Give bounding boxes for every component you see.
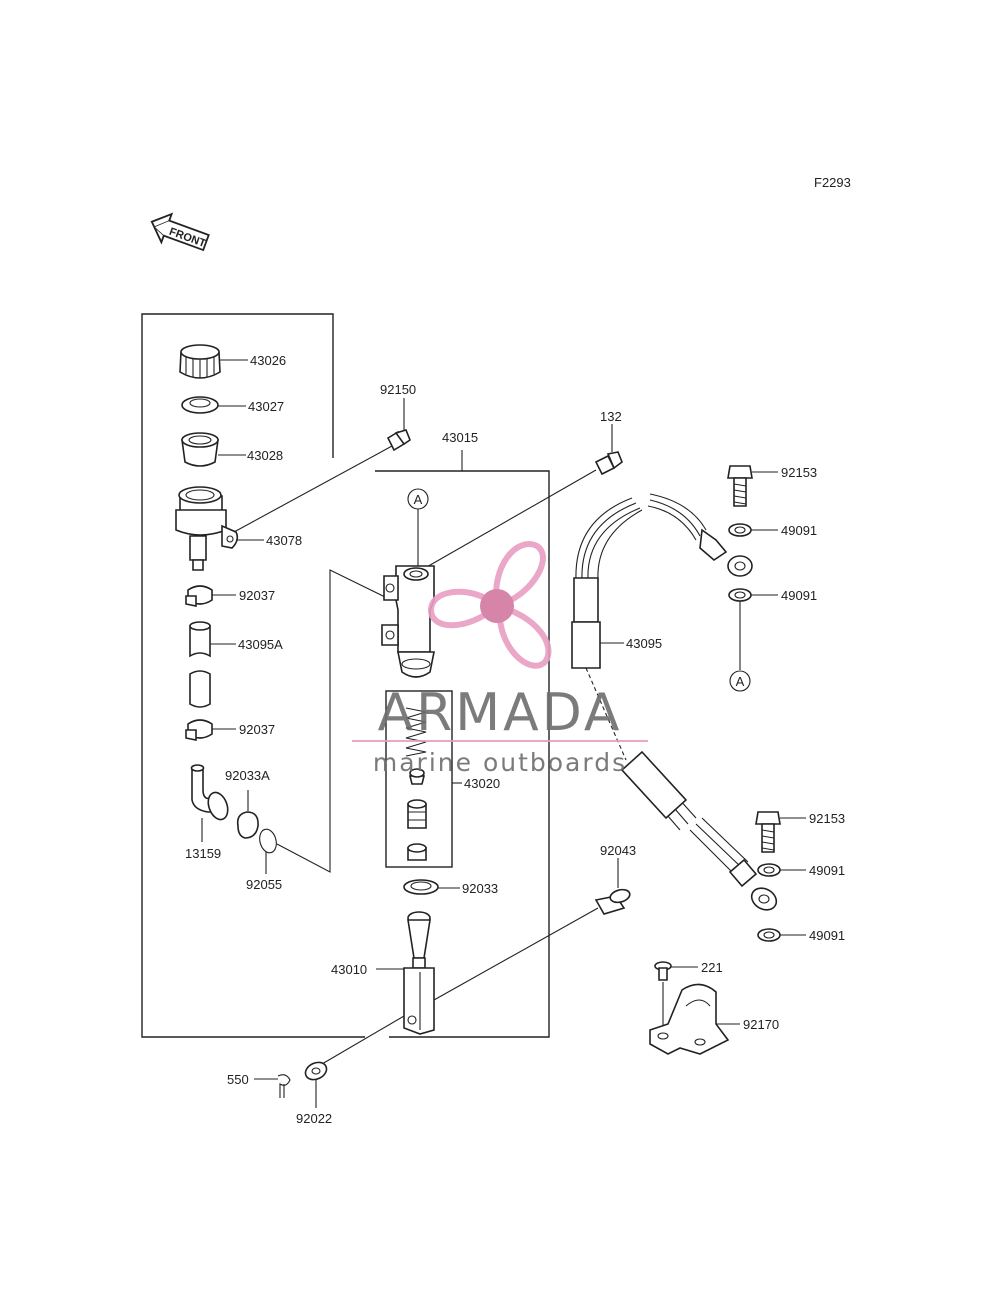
sealing-washer-3-part: [757, 863, 781, 877]
o-ring-part: [259, 828, 277, 854]
front-arrow-icon: FRONT: [150, 212, 210, 252]
figure-code: F2293: [814, 175, 851, 190]
label-92170: 92170: [743, 1017, 779, 1032]
label-49091-1: 49091: [781, 523, 817, 538]
reservoir-tank-part: [175, 486, 239, 571]
label-49091-3: 49091: [809, 863, 845, 878]
piston-seal-part: [407, 843, 427, 861]
piston-cup-part: [408, 768, 426, 785]
piston-part: [407, 799, 427, 829]
reservoir-hose-part: [189, 621, 211, 708]
label-43020: 43020: [464, 776, 500, 791]
cotter-pin-part: [277, 1074, 291, 1098]
circlip-part: [236, 811, 259, 839]
push-rod-part: [403, 911, 435, 1035]
diaphragm-plate-part: [181, 396, 219, 414]
label-92037-lower: 92037: [239, 722, 275, 737]
snap-ring-part: [403, 879, 439, 895]
label-92022: 92022: [296, 1111, 332, 1126]
return-spring-part: [405, 707, 427, 757]
diaphragm-part: [181, 432, 219, 467]
watermark-brand: ARMADA: [378, 683, 623, 743]
sealing-washer-1-part: [728, 523, 752, 537]
reservoir-cap-part: [179, 344, 221, 379]
label-92033a: 92033A: [225, 768, 270, 783]
banjo-bolt-lower-part: [755, 811, 781, 853]
piston-kit-frame: [385, 690, 453, 868]
sealing-washer-2-part: [728, 588, 752, 602]
label-132: 132: [600, 409, 622, 424]
propeller-logo-icon: [427, 541, 552, 669]
ref-marker-right: [729, 670, 751, 692]
label-43026: 43026: [250, 353, 286, 368]
label-550: 550: [227, 1072, 249, 1087]
sealing-washer-4-part: [757, 928, 781, 942]
label-43095a: 43095A: [238, 637, 283, 652]
watermark: ARMADA marine outboards: [352, 541, 648, 777]
reservoir-bolt-part: [386, 429, 411, 452]
label-92150: 92150: [380, 382, 416, 397]
label-43027: 43027: [248, 399, 284, 414]
hose-clamp-bracket-part: [649, 983, 730, 1055]
label-49091-4: 49091: [809, 928, 845, 943]
label-13159: 13159: [185, 846, 221, 861]
ref-marker-right-label: A: [736, 674, 745, 689]
label-43010: 43010: [331, 962, 367, 977]
label-92153-upper: 92153: [781, 465, 817, 480]
hose-clamp-lower-part: [185, 719, 213, 741]
label-49091-2: 49091: [781, 588, 817, 603]
brake-hose-part: [571, 493, 778, 911]
elbow-joint-part: [190, 764, 229, 821]
label-43028: 43028: [247, 448, 283, 463]
banjo-bolt-part: [594, 451, 623, 476]
hose-clamp-upper-part: [185, 585, 213, 607]
banjo-bolt-upper-part: [727, 465, 753, 507]
label-92037-upper: 92037: [239, 588, 275, 603]
label-43015: 43015: [442, 430, 478, 445]
reservoir-assembly-frame: [141, 313, 365, 1038]
label-92153-lower: 92153: [809, 811, 845, 826]
label-221: 221: [701, 960, 723, 975]
label-92033: 92033: [462, 881, 498, 896]
clamp-screw-part: [654, 961, 672, 981]
master-cylinder-body-part: [381, 565, 435, 678]
label-92043: 92043: [600, 843, 636, 858]
label-92055: 92055: [246, 877, 282, 892]
label-43078: 43078: [266, 533, 302, 548]
washer-part: [304, 1061, 328, 1081]
watermark-tagline: marine outboards: [373, 748, 627, 777]
ref-marker-top-label: A: [414, 492, 423, 507]
clevis-pin-part: [594, 888, 631, 915]
label-43095: 43095: [626, 636, 662, 651]
